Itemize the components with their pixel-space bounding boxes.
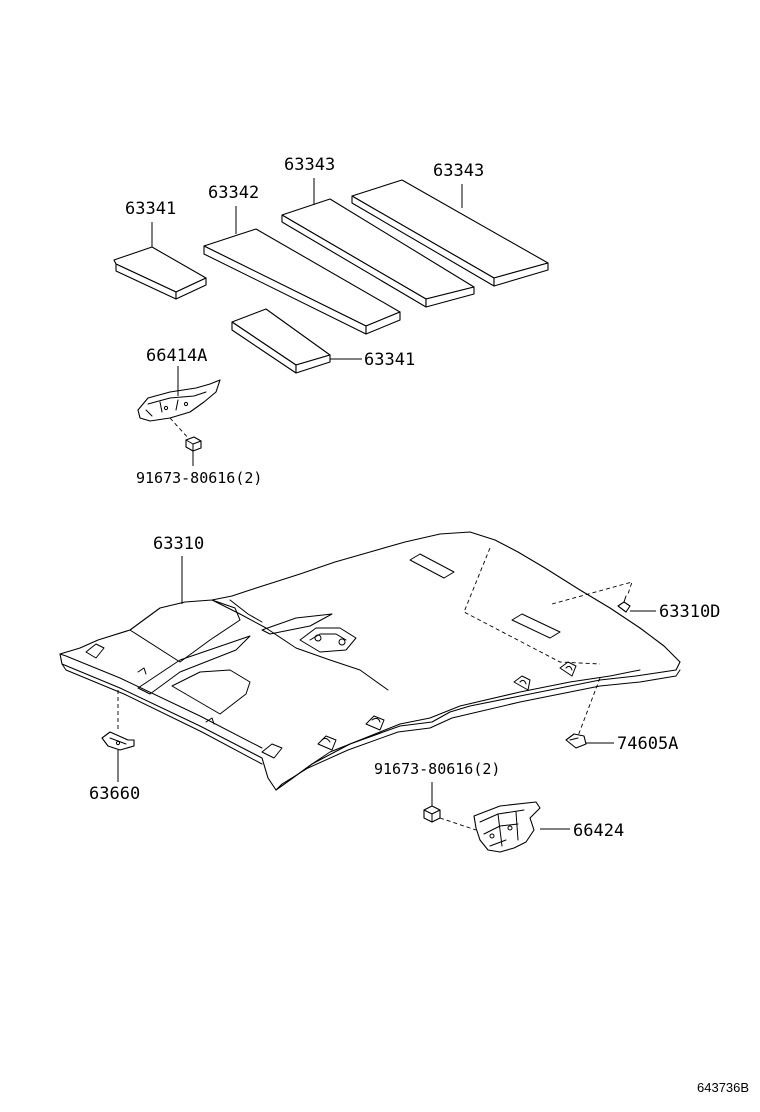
reference-code: 643736B <box>697 1080 749 1095</box>
label-bracket-lower: 66424 <box>573 821 624 841</box>
clip-63310D[interactable] <box>617 595 631 613</box>
bracket-66424[interactable] <box>473 801 541 853</box>
handle-recess <box>85 643 577 759</box>
holder-74605A[interactable] <box>565 733 587 749</box>
pad-rear-63343-a[interactable] <box>281 198 475 308</box>
pad-front-63341[interactable] <box>113 246 207 300</box>
label-bracket-upper: 66414A <box>146 346 207 366</box>
headlining-63310[interactable] <box>59 531 681 791</box>
clip-63660[interactable] <box>101 731 135 751</box>
label-clip-right: 63310D <box>659 602 720 622</box>
pad-middle-63342[interactable] <box>203 228 401 335</box>
label-clip-left: 63660 <box>89 784 140 804</box>
label-headlining: 63310 <box>153 534 204 554</box>
label-pad-rear-1: 63343 <box>284 155 335 175</box>
label-bolt-upper: 91673-80616(2) <box>136 469 262 487</box>
bolt-upper[interactable] <box>185 436 202 452</box>
label-pad-front: 63341 <box>125 199 176 219</box>
bolt-lower[interactable] <box>423 805 441 823</box>
label-pad-rear-2: 63343 <box>433 161 484 181</box>
pad-lower-63341[interactable] <box>231 308 331 374</box>
label-holder-right: 74605A <box>617 734 678 754</box>
label-pad-middle: 63342 <box>208 183 259 203</box>
pad-rear-63343-b[interactable] <box>351 179 549 287</box>
label-bolt-lower: 91673-80616(2) <box>374 760 500 778</box>
bracket-upper-66414A[interactable] <box>137 379 221 422</box>
label-pad-lower: 63341 <box>364 350 415 370</box>
